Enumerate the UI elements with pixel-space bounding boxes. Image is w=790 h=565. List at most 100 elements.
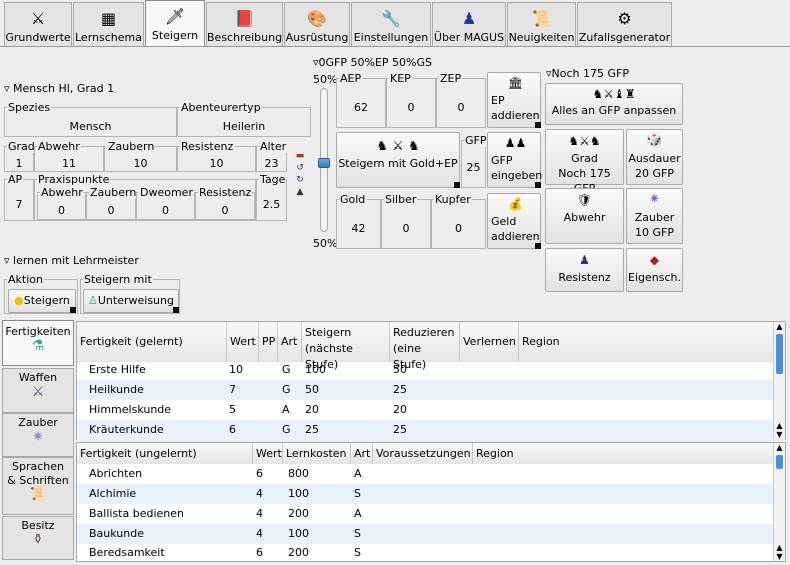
col-header-wert[interactable]: Wert <box>227 322 259 362</box>
fighters-icon: ♞⚔♞ <box>568 134 601 148</box>
scroll-icon: 📜 <box>29 487 47 502</box>
tab-einstellungen[interactable]: 🔧Einstellungen <box>351 2 431 46</box>
col-header-lernkosten[interactable]: Lernkosten <box>283 443 351 464</box>
col-header-verlernen[interactable]: Verlernen <box>460 322 519 362</box>
tab-neuigkeiten[interactable]: 📜Neuigkeiten <box>507 2 576 46</box>
dropdown-corner-icon <box>70 307 76 313</box>
col-header-fertigkeit[interactable]: Fertigkeit (gelernt) <box>77 322 227 362</box>
alles-an-gfp-anpassen-button[interactable]: ♞⚔♝♜Alles an GFP anpassen <box>545 83 683 125</box>
dropdown-corner-icon <box>173 307 179 313</box>
abwehr-steigern-button[interactable]: 🛡Abwehr <box>545 188 624 244</box>
arc-arrow-icon: ↺ <box>296 163 304 173</box>
unlearned-table-scrollbar[interactable]: ▲ ▲▼ <box>773 443 785 561</box>
lehrmeister-steigern-button[interactable]: ●Steigern <box>8 289 76 313</box>
col-header-voraussetzungen[interactable]: Voraussetzungen <box>373 443 473 464</box>
scrollbar-thumb[interactable] <box>776 455 783 469</box>
geld-addieren-button[interactable]: 💰Geld addieren <box>487 193 541 249</box>
learned-table-scrollbar[interactable]: ▲ ▲▼ <box>773 322 785 439</box>
tab-zufallsgenerator[interactable]: ⚙Zufallsgenerator <box>577 2 672 46</box>
col-header-art[interactable]: Art <box>278 322 302 362</box>
col-header-region[interactable]: Region <box>519 322 774 362</box>
unterweisung-button[interactable]: ♙Unterweisung <box>83 289 179 313</box>
red-marker-icon: ▬ <box>295 151 305 161</box>
tab-ueber-magus[interactable]: ♟Über MAGUS <box>432 2 506 46</box>
collapse-triangle-icon: ▿ <box>546 67 552 80</box>
tab-grundwerte[interactable]: ⚔Grundwerte <box>4 2 72 46</box>
character-title: Mensch Hl, Grad 1 <box>13 82 115 95</box>
dropdown-corner-icon <box>535 243 541 249</box>
col-header-fertigkeit[interactable]: Fertigkeit (ungelernt) <box>77 443 253 464</box>
ep-gold-slider-handle[interactable] <box>318 158 330 168</box>
gfp-section-header[interactable]: ▿Noch 175 GFP <box>546 67 629 80</box>
dropdown-corner-icon <box>535 122 541 128</box>
aktion-box: Aktion ●Steigern <box>4 273 78 314</box>
schema-icon: ▦ <box>100 9 117 28</box>
steigern-gold-ep-button[interactable]: ♞ ⚔ ♞Steigern mit Gold+EP <box>336 132 460 188</box>
resistenz-steigern-button[interactable]: ♟Resistenz <box>545 248 624 292</box>
scroll-up-icon: ▲ <box>776 443 783 452</box>
tab-beschreibung[interactable]: 📕Beschreibung <box>206 2 283 46</box>
sidetab-fertigkeiten[interactable]: Fertigkeiten⚗ <box>2 320 74 366</box>
col-header-art[interactable]: Art <box>351 443 373 464</box>
learned-table-header: Fertigkeit (gelernt) Wert PP Art Steiger… <box>77 322 774 371</box>
collapse-triangle-icon: ▿ <box>4 254 10 267</box>
gfp-eingeben-button[interactable]: ♟♟GFP eingeben <box>487 132 542 188</box>
unlearned-table-header: Fertigkeit (ungelernt) Wert Lernkosten A… <box>77 443 774 464</box>
grad-progress-indicator: ▬ ↺ ↻ ▲ <box>293 150 307 208</box>
palette-icon: 🎨 <box>307 9 327 28</box>
bulb-icon: ● <box>14 294 24 307</box>
scroll-icon: 📜 <box>531 9 552 28</box>
sidetab-besitz[interactable]: Besitz⚱ <box>2 516 74 560</box>
a-marker-icon: ▲ <box>296 187 304 197</box>
party-icon: ♞⚔♝♜ <box>592 87 636 101</box>
character-section-header[interactable]: ▿ Mensch Hl, Grad 1 <box>4 82 114 95</box>
col-header-wert[interactable]: Wert <box>253 443 283 464</box>
scrollbar-thumb[interactable] <box>776 334 783 374</box>
tab-lernschema[interactable]: ▦Lernschema <box>73 2 144 46</box>
unlearned-skills-table: Fertigkeit (ungelernt) Wert Lernkosten A… <box>76 442 786 562</box>
ep-addieren-button[interactable]: 🏛EP addieren <box>487 72 541 128</box>
abenteurertyp-value: Heilerin <box>222 120 266 133</box>
treasure-icon: 💰 <box>508 197 523 211</box>
points-section-header[interactable]: ▿0GFP 50%EP 50%GS <box>313 56 432 69</box>
book-icon: 📕 <box>234 9 255 28</box>
col-header-steigern[interactable]: Steigern (nächste Stufe) <box>302 322 390 371</box>
dropdown-corner-icon <box>535 182 541 188</box>
scroll-down-icon: ▲▼ <box>776 421 783 439</box>
col-header-region[interactable]: Region <box>473 443 774 464</box>
sidetab-sprachen-schriften[interactable]: Sprachen & Schriften📜 <box>2 457 74 515</box>
col-header-reduzieren[interactable]: Reduzieren (eine Stufe) <box>390 322 460 371</box>
teacher-icon: ♙ <box>88 294 98 307</box>
tab-steigern[interactable]: 🗡Steigern <box>145 0 205 46</box>
eigenschaften-steigern-button[interactable]: ◆Eigensch. <box>626 248 683 292</box>
wizard-icon: ♟ <box>461 9 477 28</box>
sidetab-zauber[interactable]: Zauber✷ <box>2 413 74 457</box>
lehrmeister-section-header[interactable]: ▿ lernen mit Lehrmeister <box>4 254 139 267</box>
tab-ausruestung[interactable]: 🎨Ausrüstung <box>284 2 350 46</box>
crossed-weapons-icon: ⚔ <box>31 384 45 400</box>
col-header-pp[interactable]: PP <box>259 322 278 362</box>
sidetab-waffen[interactable]: Waffen⚔ <box>2 368 74 413</box>
